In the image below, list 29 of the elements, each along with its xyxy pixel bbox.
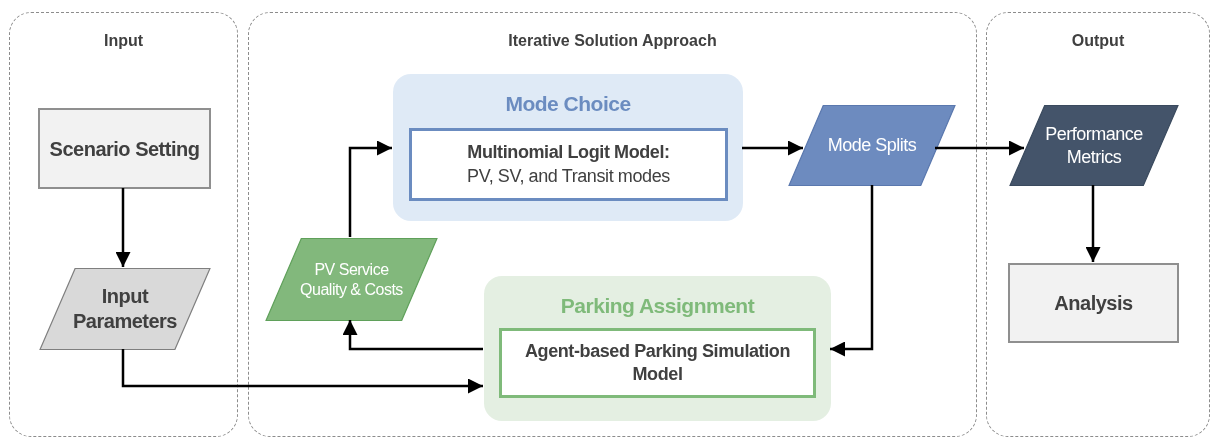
dashed-panel — [986, 12, 1210, 437]
panel-title: Input — [102, 31, 145, 51]
arrow — [342, 320, 483, 351]
data-parallelogram: Performance Metrics — [1009, 105, 1179, 186]
box-text: Agent-based Parking Simulation Model — [523, 339, 791, 386]
box-text: Multinomial Logit Model: — [467, 141, 670, 165]
dashed-panel — [248, 12, 977, 437]
process-box — [499, 328, 816, 398]
arrow — [742, 140, 803, 156]
data-parallelogram: Input Parameters — [39, 268, 211, 350]
arrow — [830, 185, 874, 357]
dashed-panel — [9, 12, 238, 437]
group-panel — [393, 74, 743, 221]
process-box: Scenario Setting — [38, 108, 211, 189]
arrow — [348, 140, 392, 237]
panel-title: Iterative Solution Approach — [507, 31, 718, 51]
process-box: Analysis — [1008, 263, 1179, 343]
process-box — [409, 128, 728, 201]
arrow — [121, 349, 483, 394]
group-title: Mode Choice — [504, 91, 632, 117]
box-text: PV, SV, and Transit modes — [467, 164, 670, 188]
group-panel — [484, 276, 831, 421]
arrow — [115, 188, 131, 267]
arrow — [935, 140, 1024, 156]
group-title: Parking Assignment — [559, 293, 756, 319]
arrow — [1085, 185, 1101, 262]
data-parallelogram: PV Service Quality & Costs — [265, 238, 438, 321]
data-parallelogram: Mode Splits — [788, 105, 956, 186]
panel-title: Output — [1070, 31, 1126, 51]
